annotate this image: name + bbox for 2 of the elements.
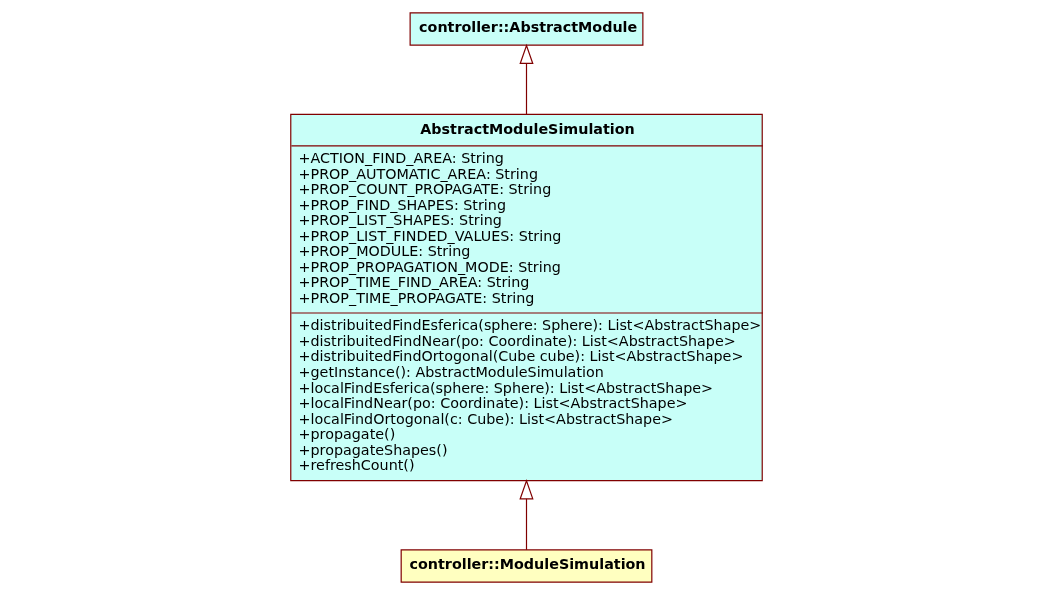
arrow bbox=[519, 479, 534, 551]
arrow bbox=[519, 43, 534, 115]
